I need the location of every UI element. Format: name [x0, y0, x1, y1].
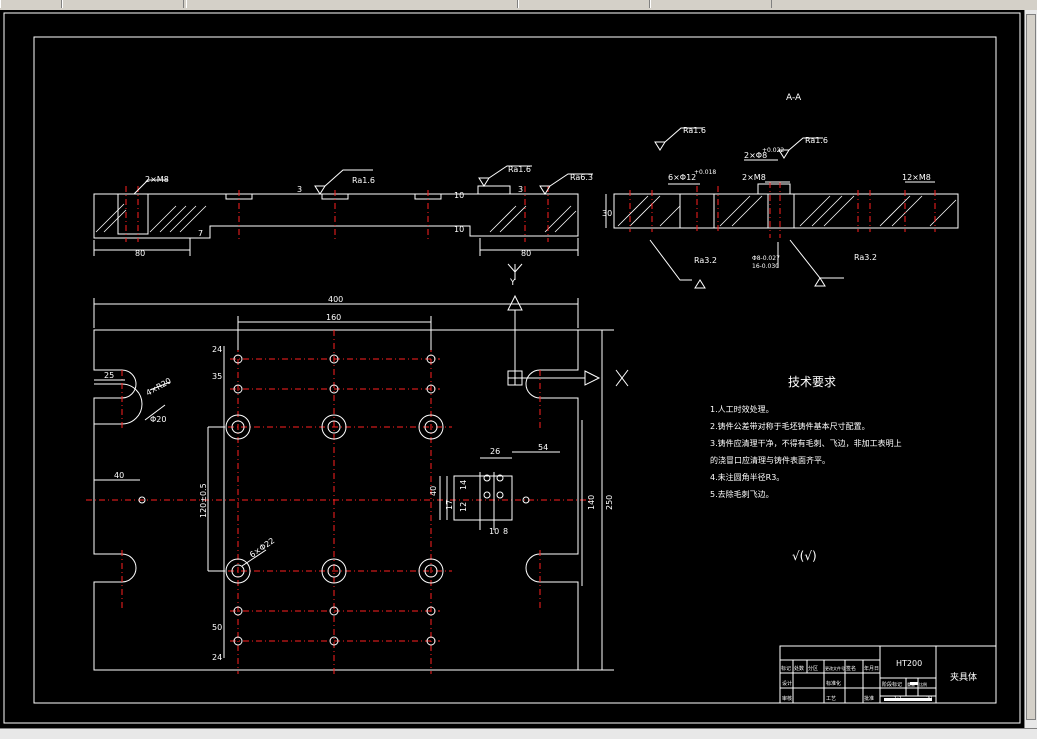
tb-row-label: 处数 [794, 665, 804, 672]
dim-label: 10 [454, 225, 464, 234]
roughness-label: Ra1.6 [508, 165, 531, 174]
dim-label: 24 [212, 653, 222, 662]
dim-label: 120±0.5 [199, 483, 208, 518]
dim-label: 3 [297, 185, 302, 194]
dim-label: 10 [454, 191, 464, 200]
tech-item: 2.铸件公差带对称于毛坯铸件基本尺寸配置。 [710, 421, 870, 431]
roughness-symbol: √(√) [792, 549, 817, 563]
section-view: A-A [602, 93, 959, 289]
slot-dia: Φ20 [150, 415, 166, 424]
toolbar-segment[interactable] [518, 0, 650, 8]
designer-label: 设计 [782, 680, 792, 687]
drawing-canvas[interactable]: 2×M8 Ra1.6 Ra1.6 Ra6.3 80 80 7 3 3 10 10… [0, 10, 1024, 728]
front-view: 2×M8 Ra1.6 Ra1.6 Ra6.3 80 80 7 3 3 10 10… [93, 165, 593, 288]
dim-label: 3 [518, 185, 523, 194]
stage-label: 阶段标记 [882, 681, 902, 688]
dim-label: 25 [104, 371, 114, 380]
dim-label: 17 [445, 500, 454, 510]
dim-label: 30 [602, 209, 612, 218]
part-name: 夹具体 [950, 671, 977, 683]
dim-label: 10 [489, 527, 499, 536]
tb-row-label: 标记 [781, 665, 791, 672]
tech-title: 技术要求 [788, 375, 836, 389]
process-label: 工艺 [826, 696, 836, 702]
tech-requirements: 技术要求 1.人工时效处理。 2.铸件公差带对称于毛坯铸件基本尺寸配置。 3.铸… [710, 375, 902, 563]
ratio-label: 比例 [919, 681, 927, 687]
title-block: HT200 夹具体 1:1 20 标记 处数 分区 更改文件号 签名 年月日 设… [779, 645, 997, 704]
roughness-label: Ra3.2 [854, 253, 877, 262]
dim-label: 80 [135, 249, 145, 258]
roughness-label: Ra1.6 [352, 176, 375, 185]
dim-label: 50 [212, 623, 222, 632]
approve-label: 批准 [864, 695, 874, 702]
inner-frame [33, 36, 997, 704]
toolbar-segment[interactable] [0, 0, 62, 8]
dim-label: 54 [538, 443, 548, 452]
hole-note: 6×Φ22 [248, 536, 276, 560]
dim-label: 35 [212, 372, 222, 381]
toolbar-segment[interactable] [62, 0, 184, 8]
vertical-scrollbar[interactable] [1024, 10, 1037, 728]
dim-label: 40 [114, 471, 124, 480]
dim-label: 40 [429, 486, 438, 496]
dim-label: 140 [587, 495, 596, 510]
dim-label: 250 [605, 495, 614, 510]
dim-label: 80 [521, 249, 531, 258]
dim-label: 160 [326, 313, 341, 322]
dim-label: Φ8-0.027 [752, 255, 780, 262]
roughness-label: Ra1.6 [805, 136, 828, 145]
thread-label: 12×M8 [902, 173, 931, 182]
material-label: HT200 [896, 659, 922, 668]
tb-row-label: 更改文件号 [825, 665, 845, 671]
roughness-label: Ra1.6 [683, 126, 706, 135]
roughness-label: Ra6.3 [570, 173, 593, 182]
tech-item: 4.未注圆角半径R3。 [710, 472, 784, 482]
tech-item: 3.铸件应清理干净，不得有毛刺、飞边，非加工表明上 [710, 438, 902, 448]
scrollbar-thumb[interactable] [1026, 14, 1036, 720]
roughness-label: Ra3.2 [694, 256, 717, 265]
tech-item: 5.去除毛刺飞边。 [710, 489, 774, 499]
view-label-y: Y [509, 278, 516, 288]
standard-label: 标准化 [826, 680, 841, 687]
slot-note: 4×R20 [145, 376, 173, 398]
hole-note: 2×Φ8 [744, 151, 767, 160]
weight-label: 重量 [907, 681, 915, 687]
dim-label: 12 [459, 502, 468, 512]
sheet-label: 20 [926, 696, 932, 702]
dim-label: 24 [212, 345, 222, 354]
tb-row-label: 分区 [808, 665, 818, 672]
counterbored-holes [225, 414, 444, 584]
small-holes [138, 354, 530, 646]
scale-label: 1:1 [894, 696, 902, 702]
thread-label: 2×M8 [742, 173, 766, 182]
toolbar-segment[interactable] [186, 0, 518, 8]
dim-label: 26 [490, 447, 500, 456]
thread-left-label: 2×M8 [145, 175, 169, 184]
top-view: 400 160 25 40 24 35 50 24 120±0.5 140 25… [86, 294, 629, 674]
dim-label: 14 [459, 480, 468, 490]
tech-item: 1.人工时效处理。 [710, 404, 774, 414]
horizontal-scrollbar[interactable] [0, 728, 1037, 739]
tolerance-label: +0.018 [694, 169, 716, 176]
tolerance-label: +0.022 [762, 147, 784, 154]
tb-row-label: 签名 [846, 665, 856, 672]
tech-item: 的浇冒口应清理与铸件表面齐平。 [710, 455, 830, 465]
hole-note: 6×Φ12 [668, 173, 696, 182]
section-title: A-A [786, 93, 802, 103]
dim-label: 16-0.030 [752, 263, 779, 270]
dim-label: 8 [503, 527, 508, 536]
dim-label: 400 [328, 295, 343, 304]
outer-frame [3, 12, 1021, 724]
dim-label: 7 [198, 229, 203, 238]
toolbar-segment[interactable] [650, 0, 772, 8]
tb-row-label: 年月日 [864, 665, 879, 672]
reviewer-label: 审核 [782, 695, 792, 702]
engineering-drawing: 2×M8 Ra1.6 Ra1.6 Ra6.3 80 80 7 3 3 10 10… [3, 12, 1021, 724]
